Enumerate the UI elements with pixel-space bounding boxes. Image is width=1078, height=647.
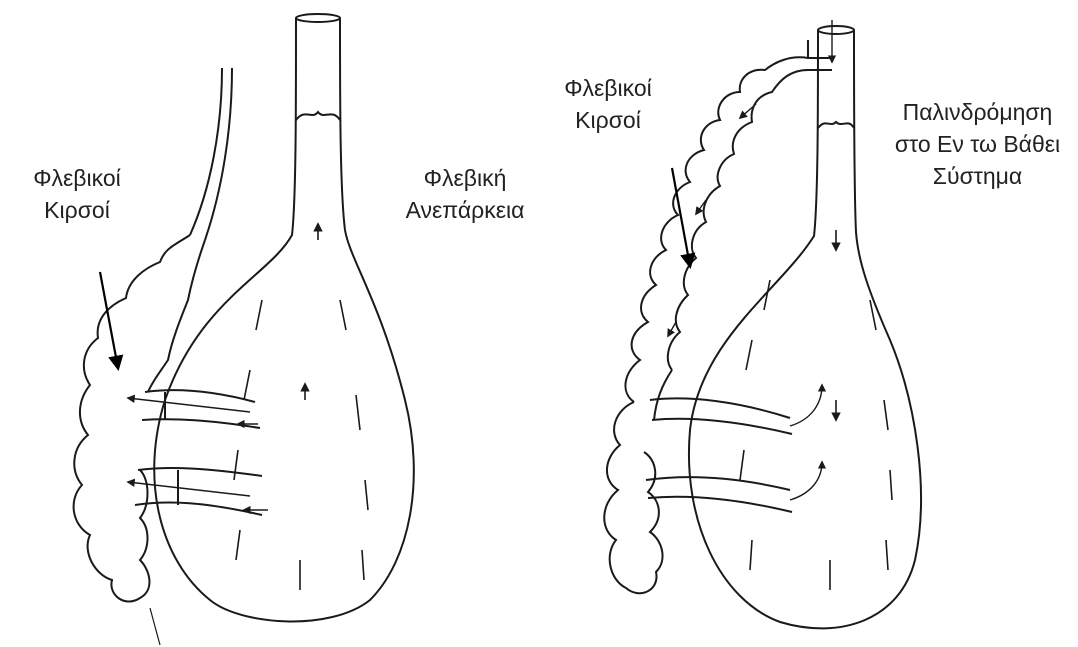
label-deep-reflux: Παλινδρόμηση στο Εν τω Βάθει Σύστημα xyxy=(880,96,1075,192)
label-right-varices-line2: Κιρσοί xyxy=(548,104,668,136)
left-figure xyxy=(74,14,414,645)
left-superficial-vein xyxy=(190,68,222,235)
label-reflux-line1: Παλινδρόμηση xyxy=(880,96,1075,128)
left-deep-vein-flask xyxy=(154,18,414,621)
left-varicose-cluster xyxy=(74,235,190,602)
label-reflux-line3: Σύστημα xyxy=(880,160,1075,192)
label-left-varices-line2: Κιρσοί xyxy=(2,194,152,226)
label-insufficiency-line1: Φλεβική xyxy=(380,162,550,194)
label-left-varices: Φλεβικοί Κιρσοί xyxy=(2,162,152,226)
label-insufficiency-line2: Ανεπάρκεια xyxy=(380,194,550,226)
label-right-varices: Φλεβικοί Κιρσοί xyxy=(548,72,668,136)
label-reflux-line2: στο Εν τω Βάθει xyxy=(880,128,1075,160)
left-pointer-arrow xyxy=(100,272,118,368)
label-right-varices-line1: Φλεβικοί xyxy=(548,72,668,104)
label-left-varices-line1: Φλεβικοί xyxy=(2,162,152,194)
label-venous-insufficiency: Φλεβική Ανεπάρκεια xyxy=(380,162,550,226)
